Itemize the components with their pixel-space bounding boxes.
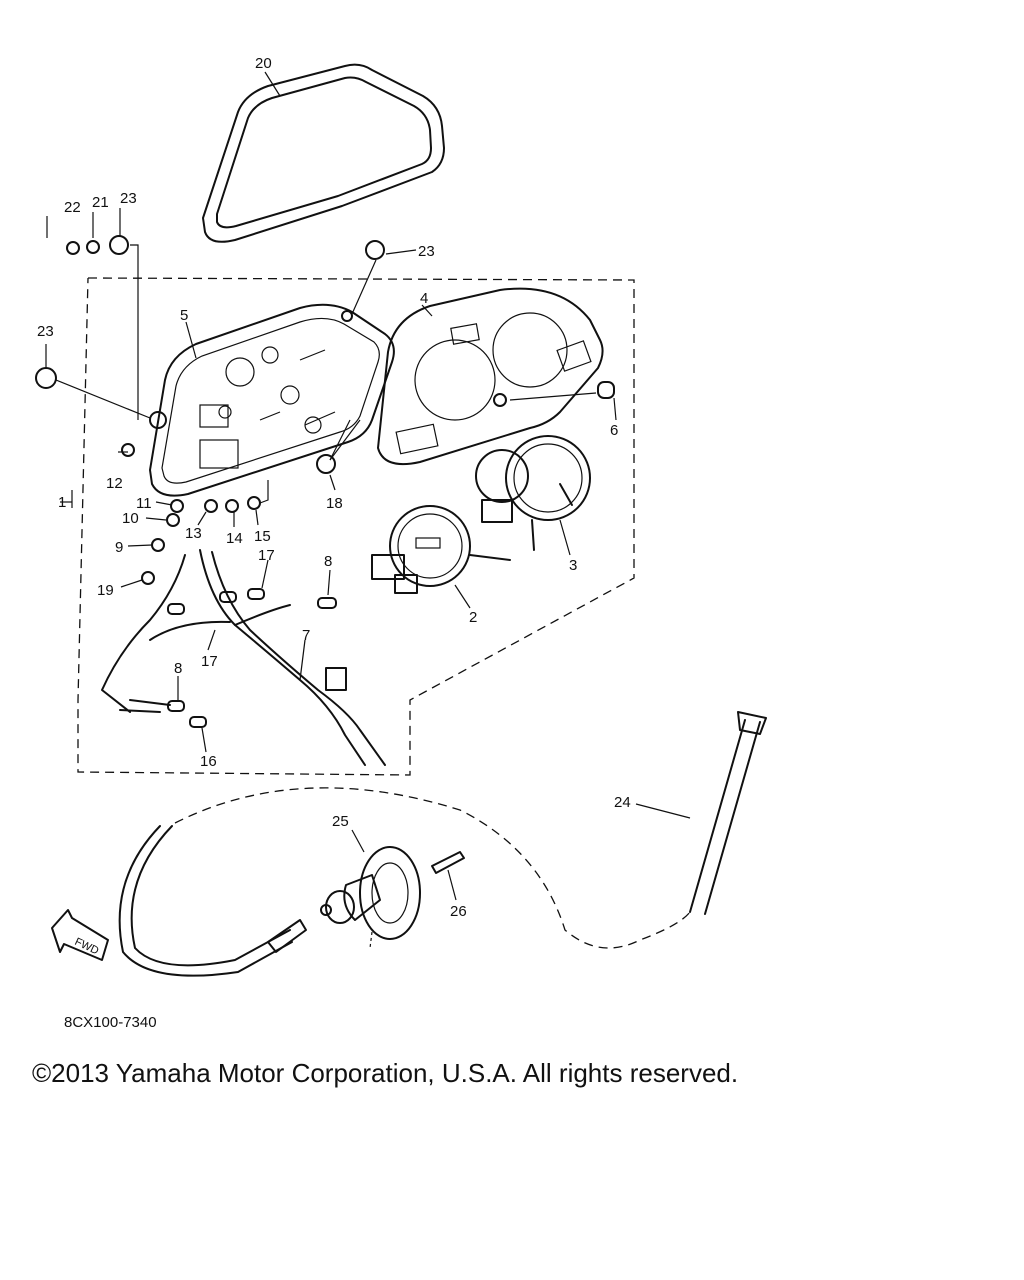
callout-7: 7 — [302, 627, 310, 644]
part-23-grommet-a — [365, 240, 385, 260]
callout-20: 20 — [255, 55, 272, 72]
callout-17-a: 17 — [258, 547, 275, 564]
bulb-17 — [247, 588, 265, 600]
callout-23-a: 23 — [418, 243, 435, 260]
part-19-screw — [141, 571, 155, 585]
callout-25: 25 — [332, 813, 349, 830]
callout-14: 14 — [226, 530, 243, 547]
part-4-meter-panel — [377, 287, 604, 466]
part-10-nut — [166, 513, 180, 527]
part-22-nut — [66, 241, 80, 255]
callout-22: 22 — [64, 199, 81, 216]
callout-11: 11 — [136, 495, 152, 512]
callout-26: 26 — [450, 903, 467, 920]
callout-5: 5 — [180, 307, 188, 324]
callout-2: 2 — [469, 609, 477, 626]
part-23-grommet-b — [35, 367, 57, 389]
part-23-grommet-c — [109, 235, 129, 255]
part-5-meter-case — [149, 303, 395, 497]
part-2-speedometer — [371, 505, 511, 594]
callout-8-b: 8 — [174, 660, 182, 677]
callout-23-b: 23 — [37, 323, 54, 340]
part-25-drive-gear — [320, 846, 421, 940]
bulb-16 — [189, 716, 207, 728]
part-15-washer — [247, 496, 261, 510]
callout-4: 4 — [420, 290, 428, 307]
callout-9: 9 — [115, 539, 123, 556]
callout-19: 19 — [97, 582, 114, 599]
part-3-tachometer — [475, 435, 591, 551]
assembly-1-boundary — [77, 277, 635, 776]
callout-10: 10 — [122, 510, 139, 527]
parts-diagram: FWD — [35, 55, 767, 977]
diagram-code: 8CX100-7340 — [64, 1014, 157, 1031]
part-7-wire-harness — [101, 549, 386, 766]
callout-12: 12 — [106, 475, 123, 492]
part-21-washer — [86, 240, 100, 254]
part-20-gasket — [202, 63, 445, 243]
leader-lines — [45, 71, 691, 949]
fwd-arrow-icon: FWD — [51, 909, 109, 961]
part-26-pin — [431, 851, 465, 874]
part-6-cap — [597, 381, 615, 399]
part-12-screw — [121, 443, 135, 457]
part-18-grommet — [316, 454, 336, 474]
callout-1: 1 — [58, 494, 66, 511]
bulb-8a — [317, 597, 337, 609]
copyright-notice: ©2013 Yamaha Motor Corporation, U.S.A. A… — [32, 1058, 739, 1088]
part-13-washer — [204, 499, 218, 513]
part-24-speedometer-cable — [118, 711, 767, 977]
callout-23-c: 23 — [120, 190, 137, 207]
part-9-screw — [151, 538, 165, 552]
callout-24: 24 — [614, 794, 631, 811]
callout-3: 3 — [569, 557, 577, 574]
callout-18: 18 — [326, 495, 343, 512]
callout-21: 21 — [92, 194, 109, 211]
callout-17-b: 17 — [201, 653, 218, 670]
callout-13: 13 — [185, 525, 202, 542]
callout-labels: 20 22 21 23 23 4 23 5 6 12 1 11 18 10 13… — [37, 55, 631, 920]
callout-6: 6 — [610, 422, 618, 439]
part-14-washer — [225, 499, 239, 513]
callout-15: 15 — [254, 528, 271, 545]
part-11-nut — [170, 499, 184, 513]
bulb-8b — [167, 700, 185, 712]
callout-16: 16 — [200, 753, 217, 770]
callout-8-a: 8 — [324, 553, 332, 570]
